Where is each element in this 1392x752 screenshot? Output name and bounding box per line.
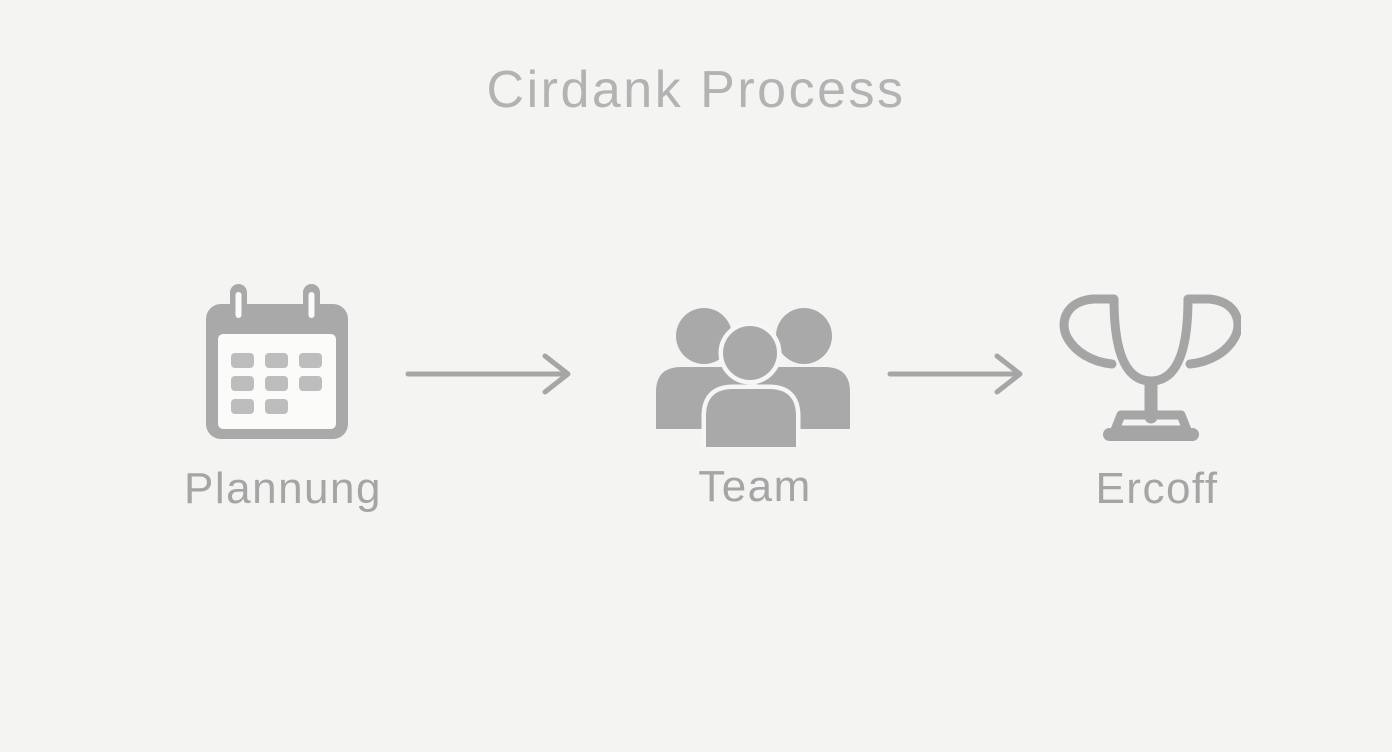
- trophy-icon: [1059, 294, 1241, 441]
- step-label-planning: Plannung: [184, 464, 382, 513]
- arrow-right-icon: [887, 353, 1023, 395]
- step-label-result: Ercoff: [1095, 464, 1219, 513]
- arrow-right-icon: [405, 353, 571, 395]
- calendar-icon: [206, 284, 348, 439]
- step-label-team: Team: [698, 462, 812, 511]
- diagram-title: Cirdank Process: [486, 61, 906, 119]
- team-icon: [656, 308, 850, 447]
